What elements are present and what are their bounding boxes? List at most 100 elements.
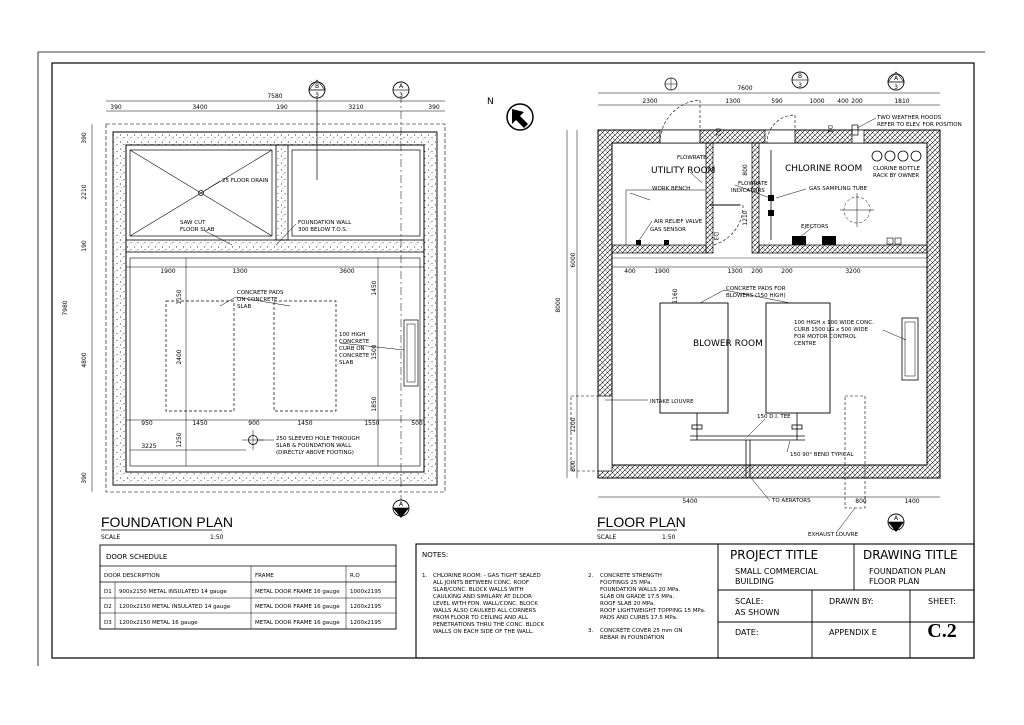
- dim-inner: 1900: [160, 268, 175, 275]
- section-marker-a-floor-bottom[interactable]: A 3: [887, 513, 905, 532]
- drawing-name: FLOOR PLAN: [869, 577, 919, 586]
- floor-scale-label: SCALE: [597, 534, 616, 541]
- foundation-plan: B 3 A 3 A 3 7580 390: [62, 79, 446, 541]
- dim-overall-width: 7580: [267, 93, 282, 100]
- floor-dim-left: 1200: [570, 417, 577, 432]
- label-bottle-rack: RACK BY OWNER: [873, 173, 919, 179]
- svg-text:A: A: [399, 501, 404, 508]
- room-blower: BLOWER ROOM: [693, 339, 763, 349]
- dim-misc: 1250: [176, 432, 183, 447]
- floor-dim-overall-depth: 8000: [555, 297, 562, 312]
- floor-dim-top: 200: [851, 98, 863, 105]
- door-tag-d2[interactable]: D2: [714, 128, 721, 137]
- floor-dim-bottom: 1400: [904, 498, 919, 505]
- section-marker-a-floor-top[interactable]: A 3: [887, 71, 905, 91]
- dim-left: 390: [81, 472, 88, 484]
- door-schedule-title: DOOR SCHEDULE: [106, 553, 167, 561]
- floor-dim-mid: 200: [781, 268, 793, 275]
- svg-text:3: 3: [894, 524, 898, 531]
- section-marker-a-bottom[interactable]: A 3: [392, 499, 410, 518]
- drawing-title-label: DRAWING TITLE: [863, 548, 958, 562]
- dim-bottom: 1450: [192, 420, 207, 427]
- floor-dim-top: 2300: [642, 98, 657, 105]
- floor-dim-bottom: 5400: [682, 498, 697, 505]
- svg-text:3: 3: [315, 92, 319, 99]
- label-tee: 150 D.I. TEE: [757, 414, 791, 420]
- section-marker-b[interactable]: B 3: [308, 79, 326, 99]
- note-line: FOUNDATION WALLS 20 MPa.: [600, 587, 680, 593]
- dim-bottom: 950: [141, 420, 153, 427]
- door-tag-d3[interactable]: D3: [712, 232, 719, 241]
- svg-text:B: B: [315, 83, 319, 90]
- label-saw-cut: FLOOR SLAB: [180, 227, 215, 233]
- dim-misc: 2400: [176, 349, 183, 364]
- dim-bottom: 500: [411, 420, 423, 427]
- label-weather-hoods: TWO WEATHER HOODS: [876, 115, 942, 121]
- floor-dim-top: 1000: [809, 98, 824, 105]
- label-mcc-curb: CURB 1500 LG x 500 WIDE: [794, 327, 869, 333]
- scale-label: SCALE:: [735, 597, 763, 606]
- drawing-name: FOUNDATION PLAN: [869, 567, 946, 576]
- label-floor-drain: 25 FLOOR DRAIN: [222, 178, 268, 184]
- dim-misc: 1500: [371, 344, 378, 359]
- table-row-frame: METAL DOOR FRAME 16 gauge: [255, 620, 340, 626]
- floor-dim-top: 400: [837, 98, 849, 105]
- dim-top: 3400: [192, 104, 207, 111]
- note-line: LEVEL WITH FDN. WALL/CONC. BLOCK: [433, 601, 538, 607]
- door-schedule-header: R.O: [350, 573, 360, 579]
- label-mcc-curb: FOR MOTOR CONTROL: [794, 334, 857, 340]
- label-foundation-wall: 300 BELOW T.O.S.: [298, 227, 348, 233]
- note-line: PENETRATIONS THRU THE CONC. BLOCK: [433, 622, 545, 628]
- door-tag-d1[interactable]: D1: [826, 125, 833, 134]
- note-line: CONCRETE STRENGTH: [600, 573, 662, 579]
- floor-dim-overall-width: 7600: [737, 85, 752, 92]
- label-aerators: TO AERATORS: [771, 498, 811, 504]
- note-line: SLAB/CONC. BLOCK WALLS WITH: [433, 587, 524, 593]
- floor-marker-small[interactable]: [664, 77, 678, 91]
- note-line: SLAB ON GRADE 17.5 MPa.: [600, 594, 674, 600]
- section-marker-b-floor[interactable]: B 3: [791, 71, 809, 89]
- label-pads: CONCRETE PADS: [237, 290, 284, 296]
- label-curb: 100 HIGH: [339, 332, 365, 338]
- svg-text:3: 3: [399, 510, 403, 517]
- floor-plan: 7600 2300 1300 590 1000 400 200 1810 400…: [555, 71, 962, 541]
- note-line: CAULKING AND SIMILARY AT DLOOR: [433, 594, 532, 600]
- dim-misc: 1850: [371, 396, 378, 411]
- floor-dim-top: 1810: [894, 98, 909, 105]
- note-line: CONCRETE COVER 25 mm ON: [600, 628, 683, 634]
- label-curb: CONCRETE: [339, 353, 370, 359]
- floor-dim-mid: 400: [624, 268, 636, 275]
- floor-plan-title: FLOOR PLAN: [597, 514, 686, 530]
- project-name: BUILDING: [735, 577, 774, 586]
- label-sleeve: 250 SLEEVED HOLE THROUGH: [276, 436, 360, 442]
- table-row-desc: 1200x2150 METAL 16 gauge: [119, 620, 198, 626]
- notes-block: NOTES: 1. CHLORINE ROOM: - GAS TIGHT SEA…: [415, 543, 975, 659]
- floor-dim-mid: 1300: [727, 268, 742, 275]
- table-row-id: D3: [104, 620, 112, 626]
- table-row-ro: 1200x2195: [350, 620, 382, 626]
- svg-text:3: 3: [894, 84, 898, 91]
- dim-bottom: 1550: [364, 420, 379, 427]
- dim-top: 3210: [348, 104, 363, 111]
- table-row-desc: 900x2150 METAL INSULATED 14 gauge: [119, 589, 227, 595]
- label-curb: CURB ON: [339, 346, 365, 352]
- label-sleeve: SLAB & FOUNDATION WALL: [276, 443, 352, 449]
- section-marker-a-top[interactable]: A 3: [392, 81, 410, 99]
- note-line: WALLS ALSO CAULKED ALL CORNERS: [433, 608, 536, 614]
- project-title-label: PROJECT TITLE: [730, 548, 818, 562]
- room-utility: UTILITY ROOM: [651, 166, 715, 176]
- label-bend: 150 90° BEND TYPICAL: [790, 452, 854, 458]
- door-schedule: DOOR SCHEDULE DOOR DESCRIPTION FRAME R.O…: [99, 544, 397, 630]
- label-air-relief: AIR RELIEF VALVE: [654, 219, 703, 225]
- north-arrow-icon: N: [487, 97, 534, 131]
- notes-title: NOTES:: [422, 551, 448, 559]
- svg-text:N: N: [487, 97, 494, 107]
- label-gas-sensor: GAS SENSOR: [650, 227, 686, 233]
- dim-misc: 3225: [141, 443, 156, 450]
- note-line: FROM FLOOR TO CEILING AND ALL: [433, 615, 529, 621]
- note-number: 3.: [588, 628, 593, 634]
- label-weather-hoods: REFER TO ELEV. FOR POSITION: [877, 122, 962, 128]
- sheet-label: SHEET:: [928, 597, 956, 606]
- note-number: 1.: [422, 573, 427, 579]
- floor-dim-misc: 1160: [672, 288, 679, 303]
